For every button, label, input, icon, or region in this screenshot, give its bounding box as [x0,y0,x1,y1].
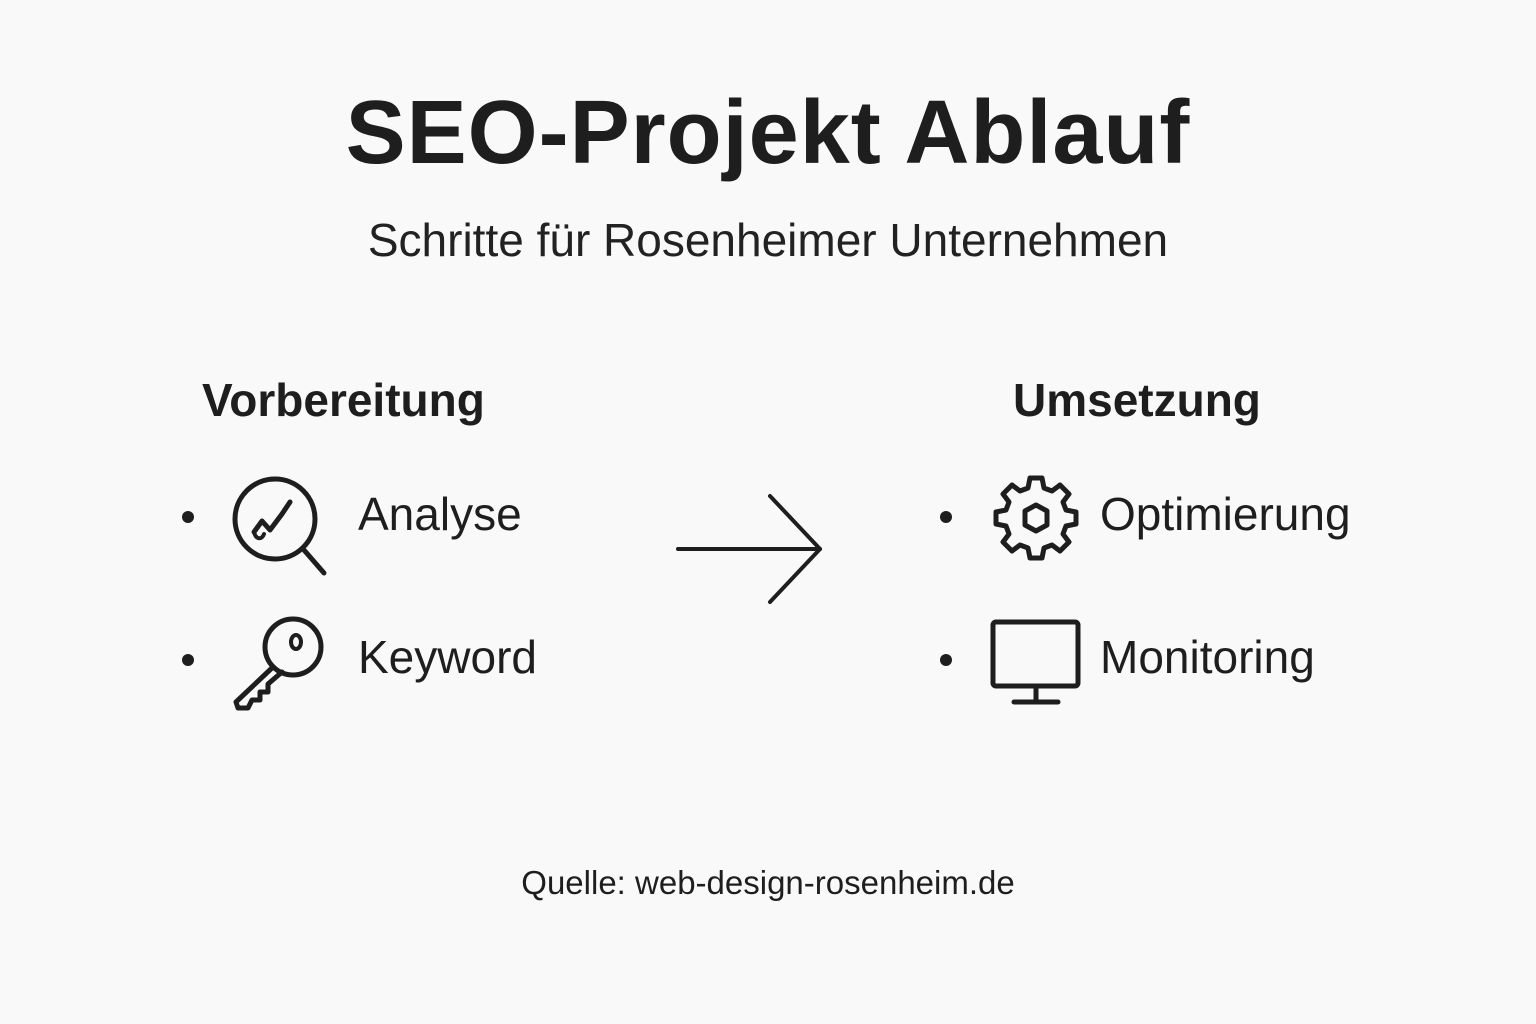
magnifier-chart-icon [230,474,330,583]
bullet [940,511,952,523]
source-note: Quelle: web-design-rosenheim.de [521,864,1015,901]
item-label-keyword: Keyword [358,631,537,683]
section-heading-vorbereitung: Vorbereitung [202,374,485,426]
item-label-optimierung: Optimierung [1100,488,1351,540]
gear-icon [990,472,1082,569]
key-icon [230,612,330,717]
section-heading-umsetzung: Umsetzung [1013,374,1261,426]
arrow-right-icon [670,490,830,615]
bullet [182,654,194,666]
page-subtitle: Schritte für Rosenheimer Unternehmen [367,214,1169,266]
monitor-icon [990,618,1082,713]
bullet [940,654,952,666]
page-title: SEO-Projekt Ablauf [345,83,1191,183]
bullet [182,511,194,523]
item-label-analyse: Analyse [358,488,522,540]
item-label-monitoring: Monitoring [1100,631,1315,683]
